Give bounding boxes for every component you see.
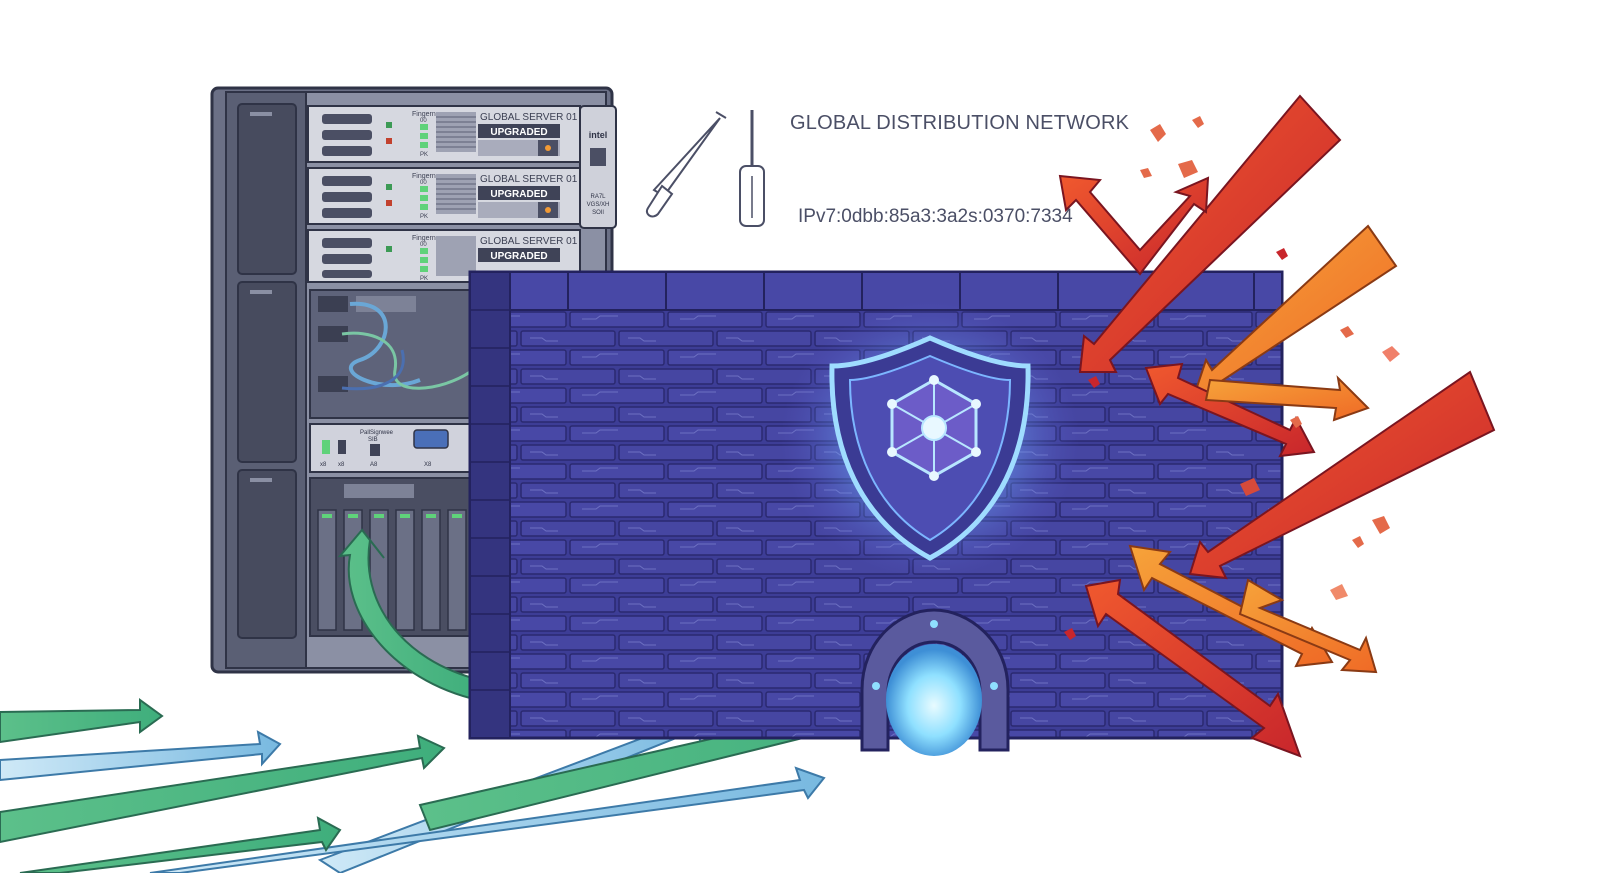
io-port-1: x8 [320,462,327,468]
small-sub: 00 [420,242,427,248]
io-label: PallSignwee [360,430,394,436]
io-port-2: x8 [338,462,345,468]
side-text-3: SOIl [592,210,604,216]
side-text-1: RA7L [590,194,606,200]
network-label: GLOBAL DISTRIBUTION NETWORK [790,112,1130,134]
led-label: PK [420,214,428,220]
server-status: UPGRADED [490,189,547,200]
led-label: PK [420,276,428,282]
server-name: GLOBAL SERVER 01 [480,174,578,185]
io-vga-label: X8 [424,462,432,468]
network-node-icon [887,375,981,481]
server-unit-2: Fingerner 00 PK GLOBAL SERVER 01 UPGRADE… [307,167,581,225]
server-rack: Fingerner 00 PK GLOBAL SERVER 01 UPGRADE… [210,86,617,674]
drive-bays [309,477,471,637]
small-label: Fingerner [412,173,443,180]
small-sub: 00 [420,180,427,186]
debris [1064,116,1400,640]
side-text-2: VGS/XH [587,202,610,208]
io-sub: SIB [368,437,378,443]
server-unit-1: Fingerner 00 PK GLOBAL SERVER 01 UPGRADE… [307,105,581,163]
intel-badge: intel [589,130,608,140]
portal-gate-icon [860,608,1010,756]
screwdriver-icon [739,110,765,227]
allowed-traffic [0,528,953,873]
screwdriver-icon [646,111,727,218]
server-status: UPGRADED [490,251,547,262]
cable-panel [309,289,471,419]
server-status: UPGRADED [490,127,547,138]
led-label: PK [420,152,428,158]
server-name: GLOBAL SERVER 01 [480,236,578,247]
small-sub: 00 [420,118,427,124]
small-label: Fingerner [412,111,443,118]
server-name: GLOBAL SERVER 01 [480,112,578,123]
ip-address-label: IPv7:0dbb:85a3:3a2s:0370:7334 [798,206,1073,227]
io-panel: PallSignwee SIB x8 x8 A8 X8 [309,423,471,473]
small-label: Fingerner [412,235,443,242]
io-port-3: A8 [370,462,378,468]
blocked-traffic [1058,94,1496,758]
server-side-panel: intel RA7L VGS/XH SOIl [579,105,617,229]
